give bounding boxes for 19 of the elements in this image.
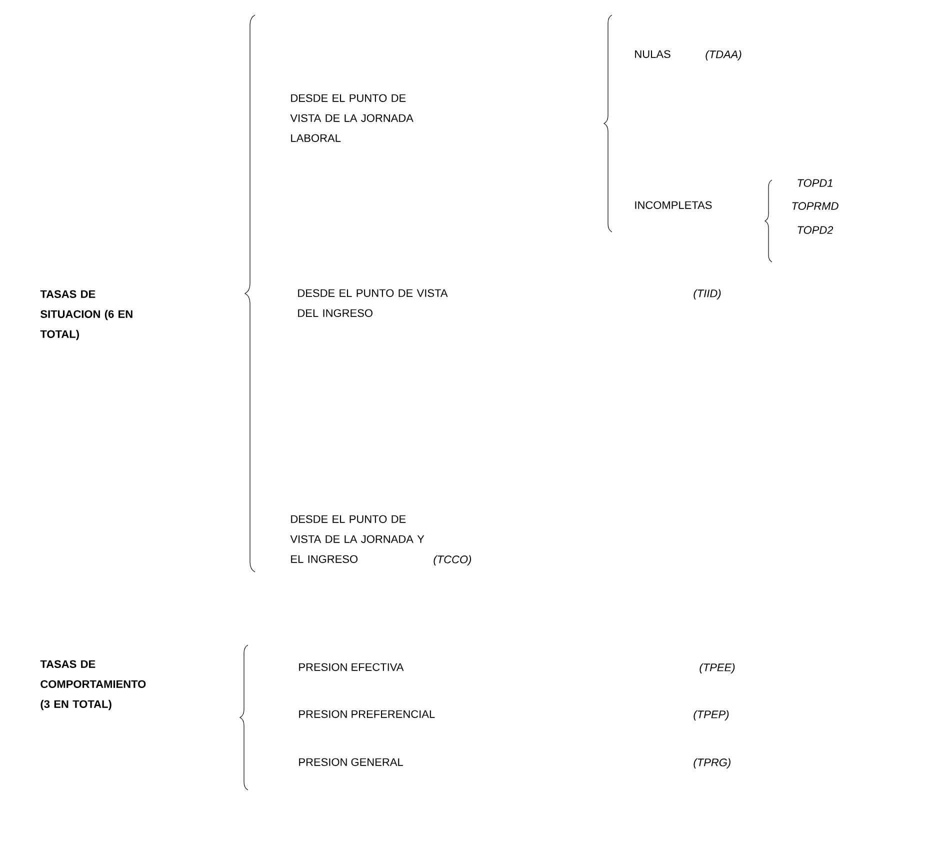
category-text: PRESION PREFERENCIAL	[299, 710, 435, 718]
rate-code: (TCCO)	[434, 555, 472, 566]
category-text: PRESION EFECTIVA	[299, 663, 404, 671]
rate-code: (TPEE)	[700, 663, 735, 674]
rate-code: (TDAA)	[706, 50, 742, 60]
category-text: TOPD2	[798, 226, 834, 234]
category-text: DESDE EL PUNTO DE VISTA DE LA JORNADA Y EL INGRESO	[290, 515, 424, 563]
category-text: TOPRMD	[792, 202, 838, 210]
category-text: PRESION GENERAL	[299, 758, 403, 766]
category-text: DESDE EL PUNTO DE VISTA DEL INGRESO	[298, 289, 448, 317]
rate-code: (TIID)	[694, 289, 721, 300]
category-text: DESDE EL PUNTO DE VISTA DE LA JORNADA LABORAL	[290, 94, 414, 142]
category-text: INCOMPLETAS	[635, 201, 712, 209]
rate-code: (TPRG)	[694, 758, 730, 768]
category-text: TASAS DE SITUACION (6 EN TOTAL)	[40, 290, 132, 340]
rate-code: (TPEP)	[694, 710, 729, 720]
category-text: TOPD1	[798, 179, 832, 187]
category-text: NULAS	[635, 50, 670, 58]
category-text: TASAS DE COMPORTAMIENTO (3 EN TOTAL)	[40, 660, 146, 710]
